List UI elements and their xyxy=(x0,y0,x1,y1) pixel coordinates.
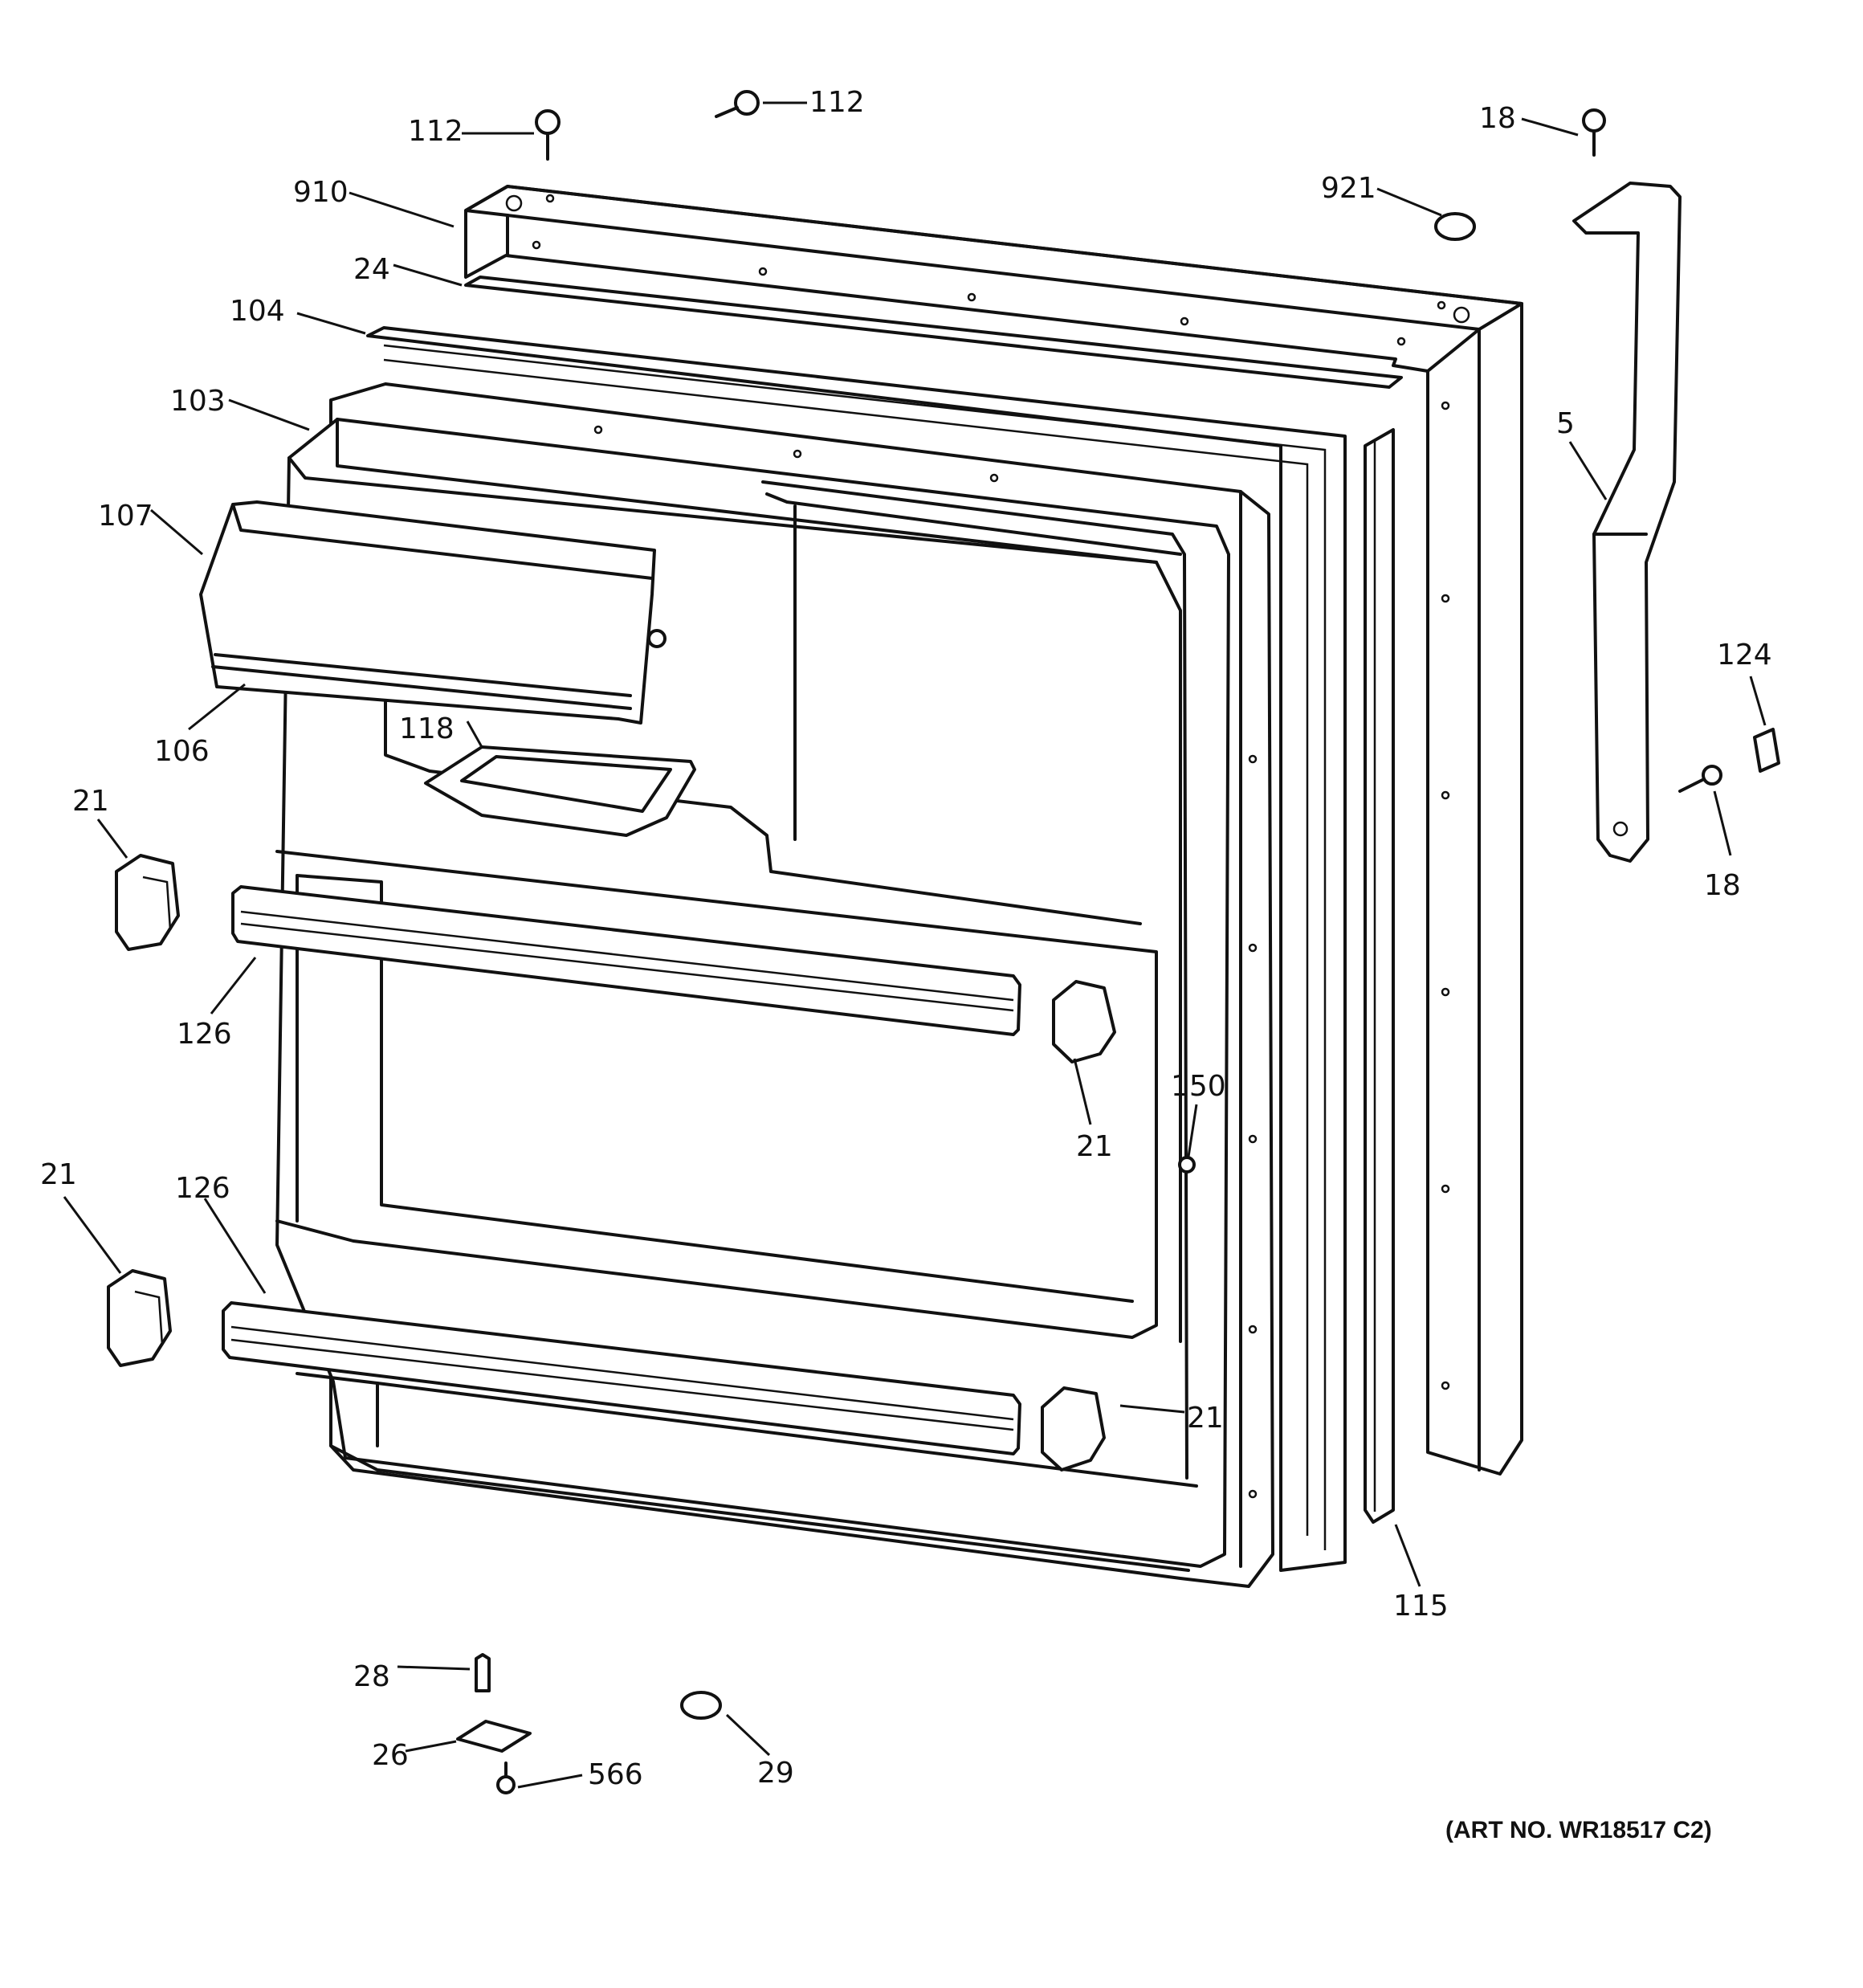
screw-liner xyxy=(1178,1156,1196,1174)
callout-118: 118 xyxy=(399,712,455,745)
callout-112-top: 112 xyxy=(809,86,865,119)
callout-28: 28 xyxy=(353,1660,390,1693)
hinge-screw xyxy=(496,1761,516,1794)
callout-921: 921 xyxy=(1321,172,1376,205)
callout-566: 566 xyxy=(588,1758,643,1791)
callout-115: 115 xyxy=(1393,1590,1449,1623)
frame-trim-strip xyxy=(464,276,1403,389)
egg-tray xyxy=(424,745,696,837)
callout-106: 106 xyxy=(154,735,210,768)
screw-handle-side xyxy=(1678,765,1722,793)
screw-top-left xyxy=(535,109,561,161)
callout-107: 107 xyxy=(98,500,153,533)
callout-21-left-upper: 21 xyxy=(72,785,109,818)
shelf-bracket-left-upper xyxy=(115,854,180,951)
callout-104: 104 xyxy=(230,295,285,328)
leader-lines xyxy=(63,101,1767,1789)
shelf-bracket-right-upper xyxy=(1052,980,1116,1063)
callout-126-lower: 126 xyxy=(175,1172,230,1205)
callout-910: 910 xyxy=(293,176,349,209)
callout-24: 24 xyxy=(353,253,390,286)
screw-top-center xyxy=(715,90,760,118)
art-number: (ART NO. WR18517 C2) xyxy=(1445,1817,1712,1843)
frame-plug xyxy=(1434,212,1476,241)
callout-29: 29 xyxy=(757,1757,794,1790)
callout-126-upper: 126 xyxy=(177,1018,232,1051)
door-handle xyxy=(1572,182,1682,863)
shelf-bracket-left-lower xyxy=(107,1269,172,1367)
callout-112-left: 112 xyxy=(408,115,463,148)
callout-103: 103 xyxy=(170,385,226,418)
door-shelf-bar-lower xyxy=(222,1301,1021,1455)
handle-clip xyxy=(1753,728,1780,773)
callout-124: 124 xyxy=(1717,639,1772,672)
callout-21-left-lower: 21 xyxy=(40,1158,77,1191)
shelf-bracket-right-lower xyxy=(1041,1386,1106,1472)
dairy-compartment-door xyxy=(199,500,667,725)
callout-21-right-upper: 21 xyxy=(1076,1130,1113,1163)
door-gasket xyxy=(1364,428,1395,1524)
screw-handle-top xyxy=(1582,108,1606,157)
callout-150: 150 xyxy=(1171,1070,1226,1103)
outer-door-frame xyxy=(464,185,1523,1476)
door-stop-bushing xyxy=(680,1691,722,1720)
hinge-pin xyxy=(475,1653,491,1692)
callout-21-right-lower: 21 xyxy=(1187,1402,1224,1435)
callout-5: 5 xyxy=(1556,407,1575,440)
hinge-plate xyxy=(456,1720,532,1753)
callout-18-side: 18 xyxy=(1704,869,1741,902)
callout-18-top: 18 xyxy=(1479,102,1516,135)
callout-26: 26 xyxy=(372,1739,409,1772)
door-shelf-bar-upper xyxy=(231,885,1021,1036)
liner-gasket xyxy=(366,326,1347,1572)
